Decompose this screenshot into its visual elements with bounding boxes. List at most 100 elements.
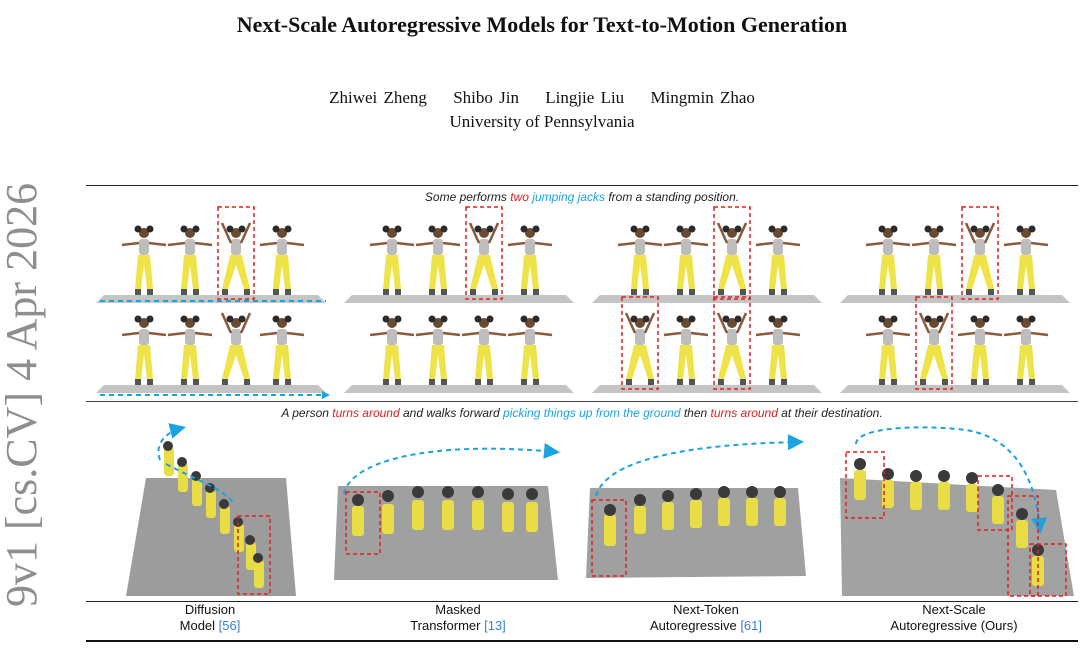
author-name: Shibo Jin xyxy=(453,88,519,107)
character-arm xyxy=(617,241,663,247)
trajectory-arrow xyxy=(157,423,186,461)
author-name: Mingmin Zhao xyxy=(650,88,755,107)
character-arm xyxy=(957,331,1003,337)
character-arm xyxy=(167,241,213,247)
highlight-box xyxy=(1029,543,1067,597)
bottom-prompt: A person turns around and walks forward … xyxy=(281,406,883,420)
character-pose xyxy=(222,315,250,385)
character-arm xyxy=(415,241,461,247)
character-pose xyxy=(768,225,788,295)
figure-label-rule xyxy=(86,601,1078,602)
highlight-box xyxy=(845,451,885,519)
character-pose xyxy=(924,225,944,295)
arxiv-sidebar: 9v1 [cs.CV] 4 Apr 2026 xyxy=(0,180,50,652)
author-name: Zhiwei Zheng xyxy=(329,88,427,107)
highlight-box xyxy=(713,296,751,390)
character-arm xyxy=(865,241,911,247)
highlight-box xyxy=(465,206,503,300)
paper-title: Next-Scale Autoregressive Models for Tex… xyxy=(236,12,848,37)
highlight-box xyxy=(961,206,999,300)
character-arm xyxy=(167,331,213,337)
character-arm xyxy=(918,312,950,334)
highlight-box xyxy=(237,515,271,595)
character-arm xyxy=(624,312,656,334)
character-arm xyxy=(911,241,957,247)
highlight-box xyxy=(217,206,255,300)
floor-plane xyxy=(96,385,326,393)
character-pose xyxy=(520,225,540,295)
character-pose xyxy=(180,225,200,295)
character-arm xyxy=(415,331,461,337)
character-pose xyxy=(520,315,540,385)
jumping-jacks-panels xyxy=(96,206,1070,399)
character-pose xyxy=(676,225,696,295)
character-arm xyxy=(716,222,748,244)
character-pose xyxy=(630,225,650,295)
floor-plane xyxy=(344,385,574,393)
character-arm xyxy=(220,222,252,244)
character-arm xyxy=(259,331,305,337)
character-arm xyxy=(755,241,801,247)
character-arm xyxy=(865,331,911,337)
highlight-box xyxy=(915,296,953,390)
arxiv-identifier: 9v1 [cs.CV] 4 Apr 2026 xyxy=(0,182,46,607)
character-arm xyxy=(1003,331,1049,337)
character-pose xyxy=(768,315,788,385)
highlight-box xyxy=(977,475,1013,531)
character-arm xyxy=(121,241,167,247)
top-prompt: Some performs two jumping jacks from a s… xyxy=(424,190,740,204)
character-pose xyxy=(428,315,448,385)
character-pose xyxy=(966,225,994,295)
floor-plane xyxy=(840,385,1070,393)
highlight-box xyxy=(591,499,627,577)
author-name: Lingjie Liu xyxy=(545,88,625,107)
trajectory-arrow xyxy=(595,434,804,497)
figure-bottom-rule xyxy=(86,640,1078,642)
character-pose xyxy=(718,225,746,295)
character-arm xyxy=(663,331,709,337)
trajectory-arrow xyxy=(165,463,235,505)
character-pose xyxy=(272,315,292,385)
character-arm xyxy=(121,331,167,337)
character-arm xyxy=(755,331,801,337)
character-pose xyxy=(920,315,948,385)
arrow-head xyxy=(322,391,330,399)
floor-plane xyxy=(592,385,822,393)
highlight-box xyxy=(1007,495,1039,597)
character-arm xyxy=(507,331,553,337)
character-pose xyxy=(180,315,200,385)
character-arm xyxy=(369,241,415,247)
character-arm xyxy=(220,312,252,334)
figure-top-rule xyxy=(86,185,1078,186)
character-pose xyxy=(470,225,498,295)
character-arm xyxy=(1003,241,1049,247)
character-pose xyxy=(134,225,154,295)
character-pose xyxy=(382,315,402,385)
character-pose xyxy=(134,315,154,385)
trajectory-panels xyxy=(126,423,1074,597)
floor-plane xyxy=(840,295,1070,303)
author-list: Zhiwei Zheng Shibo Jin Lingjie Liu Mingm… xyxy=(0,88,1084,108)
character-pose xyxy=(474,315,494,385)
character-pose xyxy=(382,225,402,295)
floor-plane xyxy=(840,478,1074,596)
character-pose xyxy=(1016,315,1036,385)
character-pose xyxy=(718,315,746,385)
floor-plane xyxy=(592,295,822,303)
trajectory-arrow xyxy=(343,442,560,495)
character-pose xyxy=(428,225,448,295)
character-pose xyxy=(222,225,250,295)
character-pose xyxy=(676,315,696,385)
affiliation: University of Pennsylvania xyxy=(449,112,635,131)
character-pose xyxy=(970,315,990,385)
character-pose xyxy=(878,315,898,385)
character-arm xyxy=(716,312,748,334)
trajectory-arrow xyxy=(855,426,1048,534)
character-arm xyxy=(964,222,996,244)
character-arm xyxy=(461,331,507,337)
motion-figures xyxy=(164,448,264,588)
character-arm xyxy=(369,331,415,337)
